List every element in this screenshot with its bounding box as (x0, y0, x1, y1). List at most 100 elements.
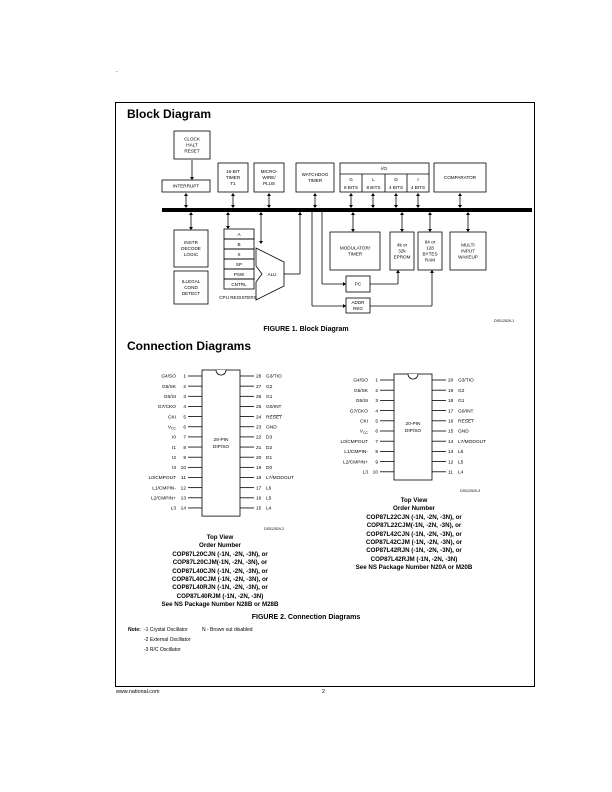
clock-halt-reset-block-label: CLOCK (184, 137, 201, 142)
notes: Note: -1 Crystal Oscillator N - Brown ou… (128, 626, 253, 655)
footer-website[interactable]: www.national.com (116, 689, 160, 695)
arrowhead (466, 212, 470, 215)
footer-page-number: 2 (322, 689, 325, 695)
pin-number: 6 (183, 424, 186, 430)
pin-number: 3 (183, 394, 186, 400)
figure2-caption: FIGURE 2. Connection Diagrams (251, 614, 361, 621)
pin-number: 7 (183, 435, 186, 441)
multi-input-wakeup-block-label: MULTI (461, 243, 474, 248)
dip28-order-line: COP87L40RJM (-1N, -2N, -3N) (176, 592, 264, 600)
pin-name: L4 (266, 506, 272, 512)
pin-number: 18 (448, 398, 454, 404)
pin-number: 2 (183, 384, 186, 390)
pin-number: 24 (256, 414, 262, 420)
arrowhead (416, 193, 420, 196)
pin-name: L3 (363, 470, 369, 476)
pin-number: 16 (256, 496, 262, 502)
package-label: 28-PIN (214, 437, 229, 443)
dip20-order-line: COP87L42RJN (-1N, -2N, -3N), or (366, 547, 462, 555)
arrowhead (259, 212, 263, 215)
dip28-order-line: Top View (206, 534, 234, 541)
register-box (223, 278, 255, 290)
pin-number: 13 (181, 496, 187, 502)
arrowhead (466, 229, 470, 232)
pin-number: 15 (256, 506, 262, 512)
pin-number: 17 (448, 408, 454, 414)
timer-block-box (217, 162, 249, 193)
io-box (339, 162, 430, 193)
pin-name: L0/CMPOUT (341, 439, 369, 445)
arrowhead (267, 205, 271, 208)
pin-number: 3 (375, 398, 378, 404)
pin-name: G1 (266, 394, 273, 400)
io-port-name: D (394, 177, 398, 182)
timer-block-label: TIMER (226, 175, 241, 180)
pin-name: G4/SO (161, 374, 176, 380)
pin-number: 11 (448, 470, 453, 476)
pin-name: G1 (458, 398, 465, 404)
dip28-order-line: COP87L20CJM(-1N, -2N, -3N), or (172, 559, 268, 567)
package-label: DIP/SO (405, 428, 422, 434)
arrowhead (231, 193, 235, 196)
io-port-name: L (372, 177, 375, 182)
pin-number: 4 (375, 408, 378, 414)
illegal-condition-block-label: COND (184, 285, 198, 290)
arrowhead (394, 193, 398, 196)
pin-name: G6/SI (356, 398, 368, 404)
register-label: A (237, 232, 241, 237)
pin-name: G4/SO (353, 378, 368, 384)
microwire-block-label: MICRO- (261, 169, 278, 174)
pin-name: CKI (168, 414, 176, 420)
watchdog-timer-block-box (295, 162, 335, 193)
pin-number: 18 (256, 475, 262, 481)
arrowhead (226, 226, 230, 229)
arrowhead (371, 193, 375, 196)
package-label: 20-PIN (406, 421, 421, 427)
pin-name: D3 (266, 435, 272, 441)
io-port-bits: 8 BITS (344, 185, 358, 190)
arrowhead (231, 205, 235, 208)
chip-body (393, 373, 433, 481)
dip28-package: 28-PINDIP/SO1G4/SO2G5/SK3G6/SI4G7/CKO5CK… (149, 369, 294, 517)
pin-number: 12 (181, 485, 187, 491)
arrowhead (458, 193, 462, 196)
note-item: -2 External Oscillator (144, 636, 191, 643)
illegal-condition-block-box (173, 270, 209, 305)
watchdog-timer-block-label: TIMER (308, 178, 323, 183)
pin-name: G7/CKO (158, 404, 176, 410)
page-mark: . (116, 68, 118, 74)
pin-name: G3/TIO (458, 378, 474, 384)
pin-number: 19 (448, 388, 454, 394)
io-port-name: G (349, 177, 353, 182)
pin-number: 20 (448, 378, 454, 384)
pin-number: 13 (448, 449, 454, 455)
address-register-block-label: ADDR (351, 300, 365, 305)
pin-name: G2 (458, 388, 465, 394)
modulator-timer-block: MODULATOR/TIMER (329, 231, 381, 271)
dip28-drawing-id: DS012529-2 (264, 527, 285, 531)
ram-block-label: BYTES (422, 252, 437, 257)
pin-number: 1 (375, 378, 378, 384)
interrupt-block-box (161, 179, 211, 193)
pin-name: L5 (266, 496, 272, 502)
pin-name: L1/CMPIN- (344, 449, 368, 455)
pin-name: L7/MODOUT (266, 475, 294, 481)
arrowhead (189, 212, 193, 215)
dip20-order-line: COP87L22CJN (-1N, -2N, -3N), or (366, 513, 462, 521)
clock-halt-reset-block-label: HALT (186, 143, 198, 148)
ram-block-label: 128 (426, 246, 434, 251)
pin-name: VCC (168, 424, 177, 430)
dip28-order-line: COP87L40CJN (-1N, -2N, -3N), or (172, 567, 268, 575)
pin-number: 21 (256, 445, 262, 451)
arrowhead (184, 205, 188, 208)
dip20-package: 20-PINDIP/SO1G4/SO2G5/SK3G6/SI4G7/CKO5CK… (341, 373, 486, 481)
pin-name-subscript: CC (171, 427, 176, 431)
package-label: DIP/SO (213, 444, 230, 450)
pin-name: VCC (360, 429, 369, 435)
arrowhead (190, 177, 194, 180)
pin-number: 8 (183, 445, 186, 451)
dip28-order-line: Order Number (199, 542, 241, 550)
